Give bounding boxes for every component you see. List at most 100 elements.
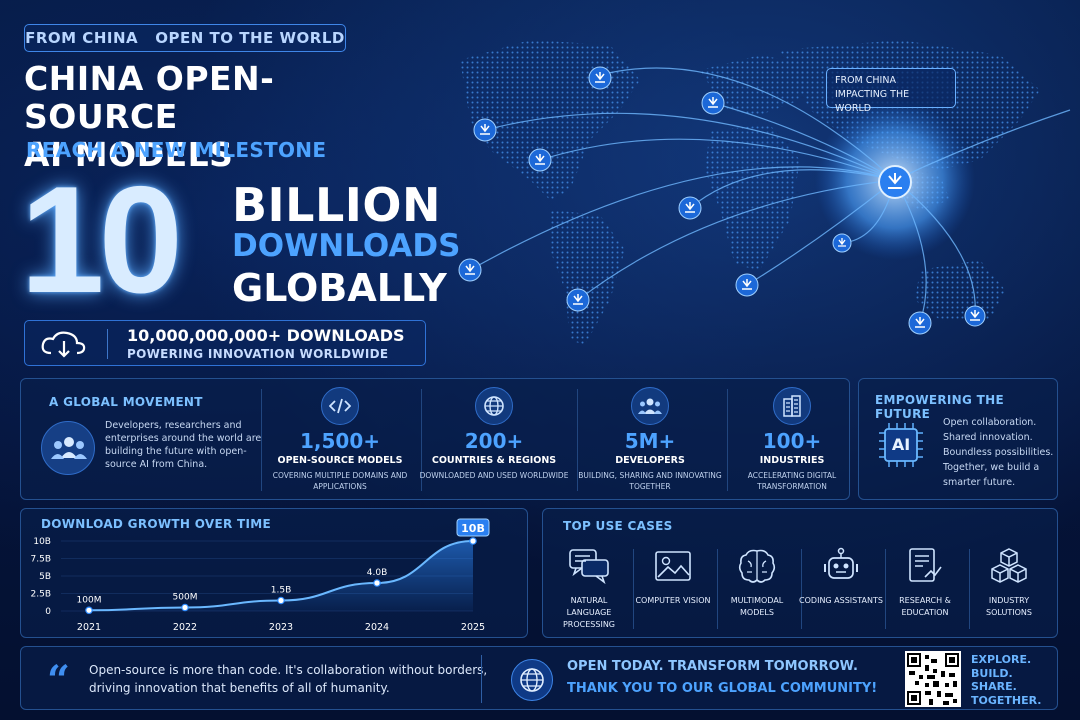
divider (885, 549, 886, 629)
y-tick-label: 10B (33, 537, 51, 547)
stat-value: 100+ (762, 429, 822, 453)
usecase-nlp: NATURAL LANGUAGE PROCESSING (547, 545, 631, 631)
stat-industries: 100+ INDUSTRIES ACCELERATING DIGITAL TRA… (717, 387, 867, 492)
connection-arcs (469, 67, 1071, 324)
growth-title: DOWNLOAD GROWTH OVER TIME (41, 517, 271, 531)
divider (801, 549, 802, 629)
stat-label: DEVELOPERS (615, 455, 685, 466)
data-label: 10B (461, 522, 485, 535)
stat-label: COUNTRIES & REGIONS (431, 455, 557, 466)
usecase-label: NATURAL LANGUAGE PROCESSING (562, 596, 616, 629)
data-point (373, 579, 381, 587)
future-text: Open collaboration. Shared innovation. B… (943, 417, 1054, 488)
growth-chart: 02.5B5B7.5B10B2021100M2022500M20231.5B20… (31, 518, 490, 633)
area-fill (89, 541, 473, 611)
quote-icon: “ (47, 657, 71, 704)
footer-tagline1: OPEN TODAY. TRANSFORM TOMORROW. (567, 659, 858, 674)
stat-sub: ACCELERATING DIGITAL TRANSFORMATION (747, 471, 837, 491)
data-point (277, 596, 285, 605)
big-downloads: DOWNLOADS (232, 228, 461, 264)
ai-chip-icon (879, 423, 923, 467)
top-use-cases-panel: TOP USE CASES NATURAL LANGUAGE PROCESSIN… (542, 508, 1058, 638)
stat-sub: DOWNLOADED AND USED WORLDWIDE (419, 471, 569, 480)
x-tick-label: 2021 (77, 622, 101, 633)
explore-list: EXPLORE. BUILD. SHARE. TOGETHER. (971, 653, 1041, 707)
x-tick-label: 2023 (269, 622, 293, 633)
robot-icon (824, 547, 858, 579)
usecase-vision: COMPUTER VISION (631, 545, 715, 607)
usecases-title: TOP USE CASES (563, 519, 673, 533)
footer-bar: “ Open-source is more than code. It's co… (20, 646, 1058, 710)
community-icon (41, 421, 95, 475)
banner-divider (107, 329, 108, 359)
footer-quote: Open-source is more than code. It's coll… (89, 663, 488, 695)
building-icon (773, 387, 811, 425)
download-nodes (458, 66, 986, 335)
data-label: 4.0B (367, 568, 388, 578)
divider (717, 549, 718, 629)
explore-item: TOGETHER. (971, 693, 1042, 707)
data-label: 500M (173, 593, 198, 603)
explore-item: EXPLORE. (971, 653, 1032, 666)
x-tick-label: 2025 (461, 622, 485, 633)
big-unit: BILLION (232, 178, 442, 232)
stat-label: OPEN-SOURCE MODELS (277, 455, 403, 466)
image-icon (655, 551, 691, 581)
explore-item: SHARE. (971, 680, 1017, 693)
usecase-research: RESEARCH & EDUCATION (883, 545, 967, 619)
globe-icon (475, 387, 513, 425)
big-globally: GLOBALLY (232, 266, 447, 310)
stat-models: 1,500+ OPEN-SOURCE MODELS COVERING MULTI… (265, 387, 415, 492)
usecase-label: MULTIMODAL MODELS (730, 596, 784, 617)
downloads-banner: 10,000,000,000+ DOWNLOADS POWERING INNOV… (24, 320, 426, 366)
x-tick-label: 2022 (173, 622, 197, 633)
stat-value: 5M+ (624, 429, 676, 453)
page-title: CHINA OPEN-SOURCE AI MODELS (24, 60, 424, 174)
stat-sub: COVERING MULTIPLE DOMAINS AND APPLICATIO… (272, 471, 408, 491)
people-icon (631, 387, 669, 425)
y-tick-label: 2.5B (31, 590, 52, 600)
divider (421, 389, 422, 491)
data-label: 100M (77, 595, 102, 605)
data-point (469, 537, 477, 545)
future-title: EMPOWERING THE FUTURE (875, 393, 1004, 421)
callout-line2: IMPACTING THE WORLD (835, 89, 910, 114)
usecase-industry: INDUSTRY SOLUTIONS (967, 545, 1051, 619)
cubes-icon (991, 548, 1027, 583)
cloud-download-icon (41, 331, 86, 358)
divider (481, 655, 482, 703)
movement-title: A GLOBAL MOVEMENT (49, 395, 203, 409)
usecase-coding: CODING ASSISTANTS (799, 545, 883, 607)
downloads-exact: 10,000,000,000+ DOWNLOADS (127, 326, 405, 345)
qr-code[interactable] (905, 651, 961, 707)
divider (633, 549, 634, 629)
stat-developers: 5M+ DEVELOPERS BUILDING, SHARING AND INN… (575, 387, 725, 492)
value-badge (456, 518, 490, 537)
divider (577, 389, 578, 491)
usecase-label: COMPUTER VISION (635, 596, 711, 605)
brain-icon (738, 549, 776, 583)
usecase-multimodal: MULTIMODAL MODELS (715, 545, 799, 619)
data-point (181, 603, 189, 612)
usecase-label: INDUSTRY SOLUTIONS (986, 596, 1032, 617)
big-number: 10 (20, 155, 183, 325)
stat-value: 1,500+ (299, 429, 381, 453)
origin-tag: FROM CHINA OPEN TO THE WORLD (24, 24, 346, 52)
chat-icon (569, 549, 609, 584)
stat-countries: 200+ COUNTRIES & REGIONS DOWNLOADED AND … (419, 387, 569, 481)
global-movement-panel: A GLOBAL MOVEMENT Developers, researcher… (20, 378, 850, 500)
movement-text: Developers, researchers and enterprises … (105, 420, 262, 470)
divider (727, 389, 728, 491)
y-tick-label: 5B (39, 572, 51, 582)
code-icon (321, 387, 359, 425)
callout-line1: FROM CHINA (835, 75, 896, 86)
downloads-sub: POWERING INNOVATION WORLDWIDE (127, 347, 389, 361)
empowering-future-panel: EMPOWERING THE FUTURE AI Open collaborat… (858, 378, 1058, 500)
ai-chip-label: AI (891, 435, 911, 454)
y-tick-label: 7.5B (31, 555, 52, 565)
stat-label: INDUSTRIES (759, 455, 825, 466)
divider (969, 549, 970, 629)
stat-sub: BUILDING, SHARING AND INNOVATING TOGETHE… (578, 471, 722, 491)
data-point (85, 606, 93, 615)
